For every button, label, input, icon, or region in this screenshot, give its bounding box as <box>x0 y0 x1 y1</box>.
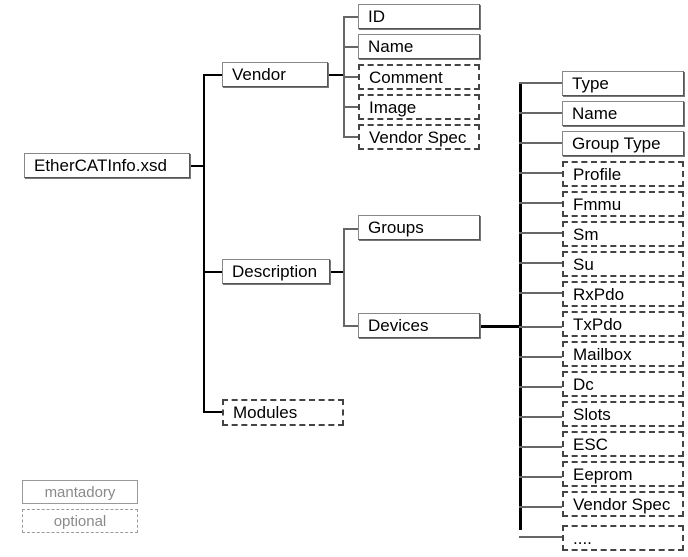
connector-devices-to-eeprom <box>519 476 562 478</box>
legend-optional: optional <box>22 509 138 533</box>
node-label: Su <box>573 254 594 274</box>
node-device-mailbox[interactable]: Mailbox <box>562 341 684 367</box>
node-label: Vendor <box>232 65 286 84</box>
node-vendor[interactable]: Vendor <box>222 62 328 87</box>
connector-devices-stub <box>480 325 521 328</box>
node-label: .... <box>573 528 592 548</box>
connector-vendor-stub <box>328 74 344 76</box>
node-label: Profile <box>573 164 622 184</box>
node-modules[interactable]: Modules <box>222 399 344 426</box>
node-description[interactable]: Description <box>222 259 330 284</box>
node-device-more[interactable]: .... <box>562 525 684 551</box>
connector-description-spine <box>343 228 345 327</box>
node-device-type[interactable]: Type <box>562 71 684 96</box>
connector-devices-spine <box>519 82 522 530</box>
connector-devices-to-su <box>519 262 562 264</box>
connector-devices-to-name <box>519 112 562 114</box>
node-groups[interactable]: Groups <box>358 215 480 240</box>
node-device-slots[interactable]: Slots <box>562 401 684 427</box>
node-label: Group Type <box>572 134 661 153</box>
node-label: Name <box>572 104 618 123</box>
node-label: Vendor Spec <box>573 494 671 514</box>
node-device-sm[interactable]: Sm <box>562 221 684 247</box>
node-device-name[interactable]: Name <box>562 101 684 126</box>
connector-devices-to-profile <box>519 172 562 174</box>
node-label: ID <box>368 7 385 26</box>
connector-devices-to-txpdo <box>519 326 562 328</box>
node-label: Devices <box>368 316 429 335</box>
node-label: Sm <box>573 224 599 244</box>
legend-mandatory: mantadory <box>22 480 138 504</box>
connector-devices-to-vendorspec <box>519 506 562 508</box>
legend-label: optional <box>53 512 107 530</box>
node-vendor-comment[interactable]: Comment <box>358 64 480 90</box>
connector-devices-to-dc <box>519 386 562 388</box>
node-label: Comment <box>369 67 443 87</box>
node-root-ethercatinfo-xsd[interactable]: EtherCATInfo.xsd <box>24 153 190 178</box>
connector-devices-to-rxpdo <box>519 292 562 294</box>
node-device-su[interactable]: Su <box>562 251 684 277</box>
node-label: Eeprom <box>573 464 633 484</box>
node-vendor-image[interactable]: Image <box>358 94 480 120</box>
node-label: Vendor Spec <box>369 127 467 147</box>
node-label: Groups <box>368 218 424 237</box>
connector-vendor-to-name <box>343 46 359 48</box>
node-device-group-type[interactable]: Group Type <box>562 131 684 156</box>
node-vendor-name[interactable]: Name <box>358 34 480 59</box>
node-vendor-vendor-spec[interactable]: Vendor Spec <box>358 124 480 150</box>
node-label: EtherCATInfo.xsd <box>34 156 167 175</box>
node-vendor-id[interactable]: ID <box>358 4 480 29</box>
connector-spine-to-vendor <box>203 74 223 76</box>
connector-devices-to-sm <box>519 232 562 234</box>
node-label: ESC <box>573 434 608 454</box>
node-device-dc[interactable]: Dc <box>562 371 684 397</box>
node-devices[interactable]: Devices <box>358 313 480 338</box>
node-device-rxpdo[interactable]: RxPdo <box>562 281 684 307</box>
node-label: Mailbox <box>573 344 632 364</box>
connector-devices-to-mailbox <box>519 356 562 358</box>
node-label: TxPdo <box>573 314 623 334</box>
connector-devices-to-slots <box>519 416 562 418</box>
connector-spine-to-description <box>203 271 223 273</box>
node-label: RxPdo <box>573 284 625 304</box>
connector-description-to-groups <box>343 228 359 230</box>
connector-description-stub <box>330 271 344 273</box>
node-device-profile[interactable]: Profile <box>562 161 684 187</box>
connector-devices-to-grouptype <box>519 142 562 144</box>
connector-vendor-to-image <box>343 106 359 108</box>
connector-devices-to-more <box>519 536 562 538</box>
node-device-eeprom[interactable]: Eeprom <box>562 461 684 487</box>
node-device-esc[interactable]: ESC <box>562 431 684 457</box>
node-label: Slots <box>573 404 611 424</box>
node-label: Image <box>369 97 417 117</box>
connector-description-to-devices <box>343 325 359 327</box>
node-device-fmmu[interactable]: Fmmu <box>562 191 684 217</box>
connector-devices-to-type <box>519 82 562 84</box>
connector-spine-to-modules <box>203 411 223 413</box>
legend-label: mantadory <box>44 483 116 501</box>
node-label: Dc <box>573 374 594 394</box>
node-device-vendor-spec[interactable]: Vendor Spec <box>562 491 684 517</box>
node-label: Modules <box>233 403 298 422</box>
node-label: Description <box>232 262 318 281</box>
connector-devices-to-fmmu <box>519 202 562 204</box>
connector-vendor-to-comment <box>343 76 359 78</box>
node-label: Name <box>368 37 414 56</box>
node-device-txpdo[interactable]: TxPdo <box>562 311 684 337</box>
connector-level1-spine <box>203 75 205 413</box>
node-label: Fmmu <box>573 194 622 214</box>
connector-vendor-to-vendorspec <box>343 136 359 138</box>
node-label: Type <box>572 74 609 93</box>
connector-devices-to-esc <box>519 446 562 448</box>
connector-vendor-to-id <box>343 16 359 18</box>
connector-root-stub <box>190 165 205 167</box>
